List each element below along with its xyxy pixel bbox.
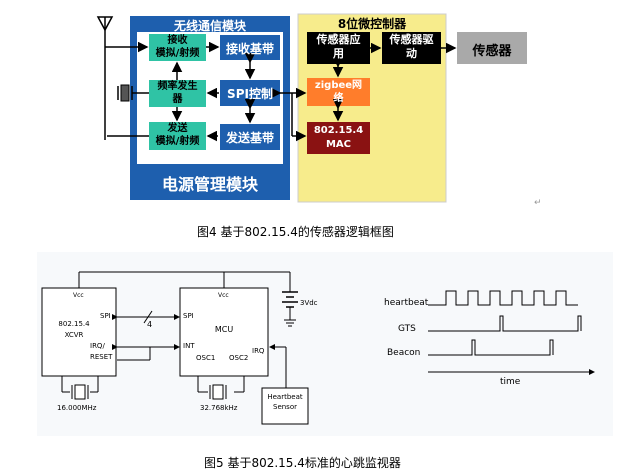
- crystal-32khz-icon: [197, 376, 245, 400]
- rx-baseband-label: 接收基带: [225, 42, 274, 56]
- mcu-irq-label: IRQ: [252, 347, 265, 355]
- freq-synth-block: [149, 80, 206, 107]
- mcu-osc1-label: OSC1: [196, 354, 216, 362]
- xcvr-irq-reset-label: IRQ/ RESET: [90, 342, 113, 361]
- sensor-label: 传感器: [472, 44, 512, 59]
- beacon-waveform: [428, 339, 554, 356]
- sensor-driver-block: [382, 32, 441, 64]
- rx-rf-label: 接收 模拟/射频: [155, 35, 200, 59]
- xcvr-vcc-label: Vcc: [73, 292, 84, 299]
- mac-label: 802.15.4 MAC: [313, 125, 364, 150]
- sensor-block: [457, 32, 527, 64]
- figure-5-circuit: [0, 250, 636, 440]
- gts-signal-label: GTS: [398, 324, 416, 334]
- mcu-osc2-label: OSC2: [229, 354, 249, 362]
- time-label: time: [500, 377, 521, 387]
- battery-icon: [282, 272, 298, 327]
- xcvr-name-label: 802.15.4 XCVR: [58, 320, 90, 339]
- tx-rf-block: [149, 122, 206, 150]
- xcvr-box: [41, 287, 117, 377]
- heartbeat-sensor-label: Heartbeat Sensor: [267, 393, 303, 411]
- xcvr-spi-label: SPI: [100, 312, 111, 320]
- mcu-spi-label: SPI: [183, 312, 194, 320]
- figure-4-block-diagram: ↵: [0, 0, 636, 215]
- spi-control-label: SPI控制: [227, 87, 273, 101]
- rx-rf-block: [149, 34, 206, 61]
- bus-width-label: 4: [147, 320, 153, 329]
- figure-5-caption: 图5 基于802.15.4标准的心跳监视器: [204, 456, 401, 470]
- freq-synth-label: 频率发生 器: [157, 81, 198, 105]
- gts-waveform: [428, 315, 582, 332]
- mcu-title: 8位微控制器: [337, 17, 407, 31]
- tx-rf-label: 发送 模拟/射频: [155, 123, 200, 147]
- xtal2-label: 32.768kHz: [200, 404, 238, 412]
- mcu-vcc-label: Vcc: [218, 292, 229, 299]
- wireless-module-title: 无线通信模块: [173, 19, 246, 33]
- figure-4-caption: 图4 基于802.15.4的传感器逻辑框图: [197, 225, 394, 239]
- xtal1-label: 16.000MHz: [57, 404, 97, 412]
- heartbeat-signal-label: heartbeat: [384, 298, 429, 308]
- antenna-icon: [96, 16, 114, 140]
- sensor-driver-label: 传感器驱 动: [389, 33, 434, 60]
- zigbee-net-label: zigbee网 络: [314, 80, 363, 104]
- svg-text:↵: ↵: [534, 198, 542, 208]
- crystal-icon: [117, 84, 149, 102]
- heartbeat-sensor-box: [261, 387, 309, 425]
- sensor-app-label: 传感器应 用: [316, 33, 361, 60]
- mcu-box: [179, 287, 269, 377]
- power-mgmt-label: 电源管理模块: [161, 175, 258, 194]
- mcu-int-label: INT: [183, 342, 195, 350]
- mac-block: [307, 122, 370, 154]
- beacon-signal-label: Beacon: [387, 348, 421, 358]
- heartbeat-waveform: [428, 290, 578, 306]
- crystal-16mhz-icon: [61, 376, 99, 400]
- battery-label: 3Vdc: [300, 299, 318, 307]
- mcu-name-label: MCU: [214, 325, 234, 334]
- tx-baseband-label: 发送基带: [225, 131, 274, 145]
- tx-baseband-block: [220, 124, 280, 150]
